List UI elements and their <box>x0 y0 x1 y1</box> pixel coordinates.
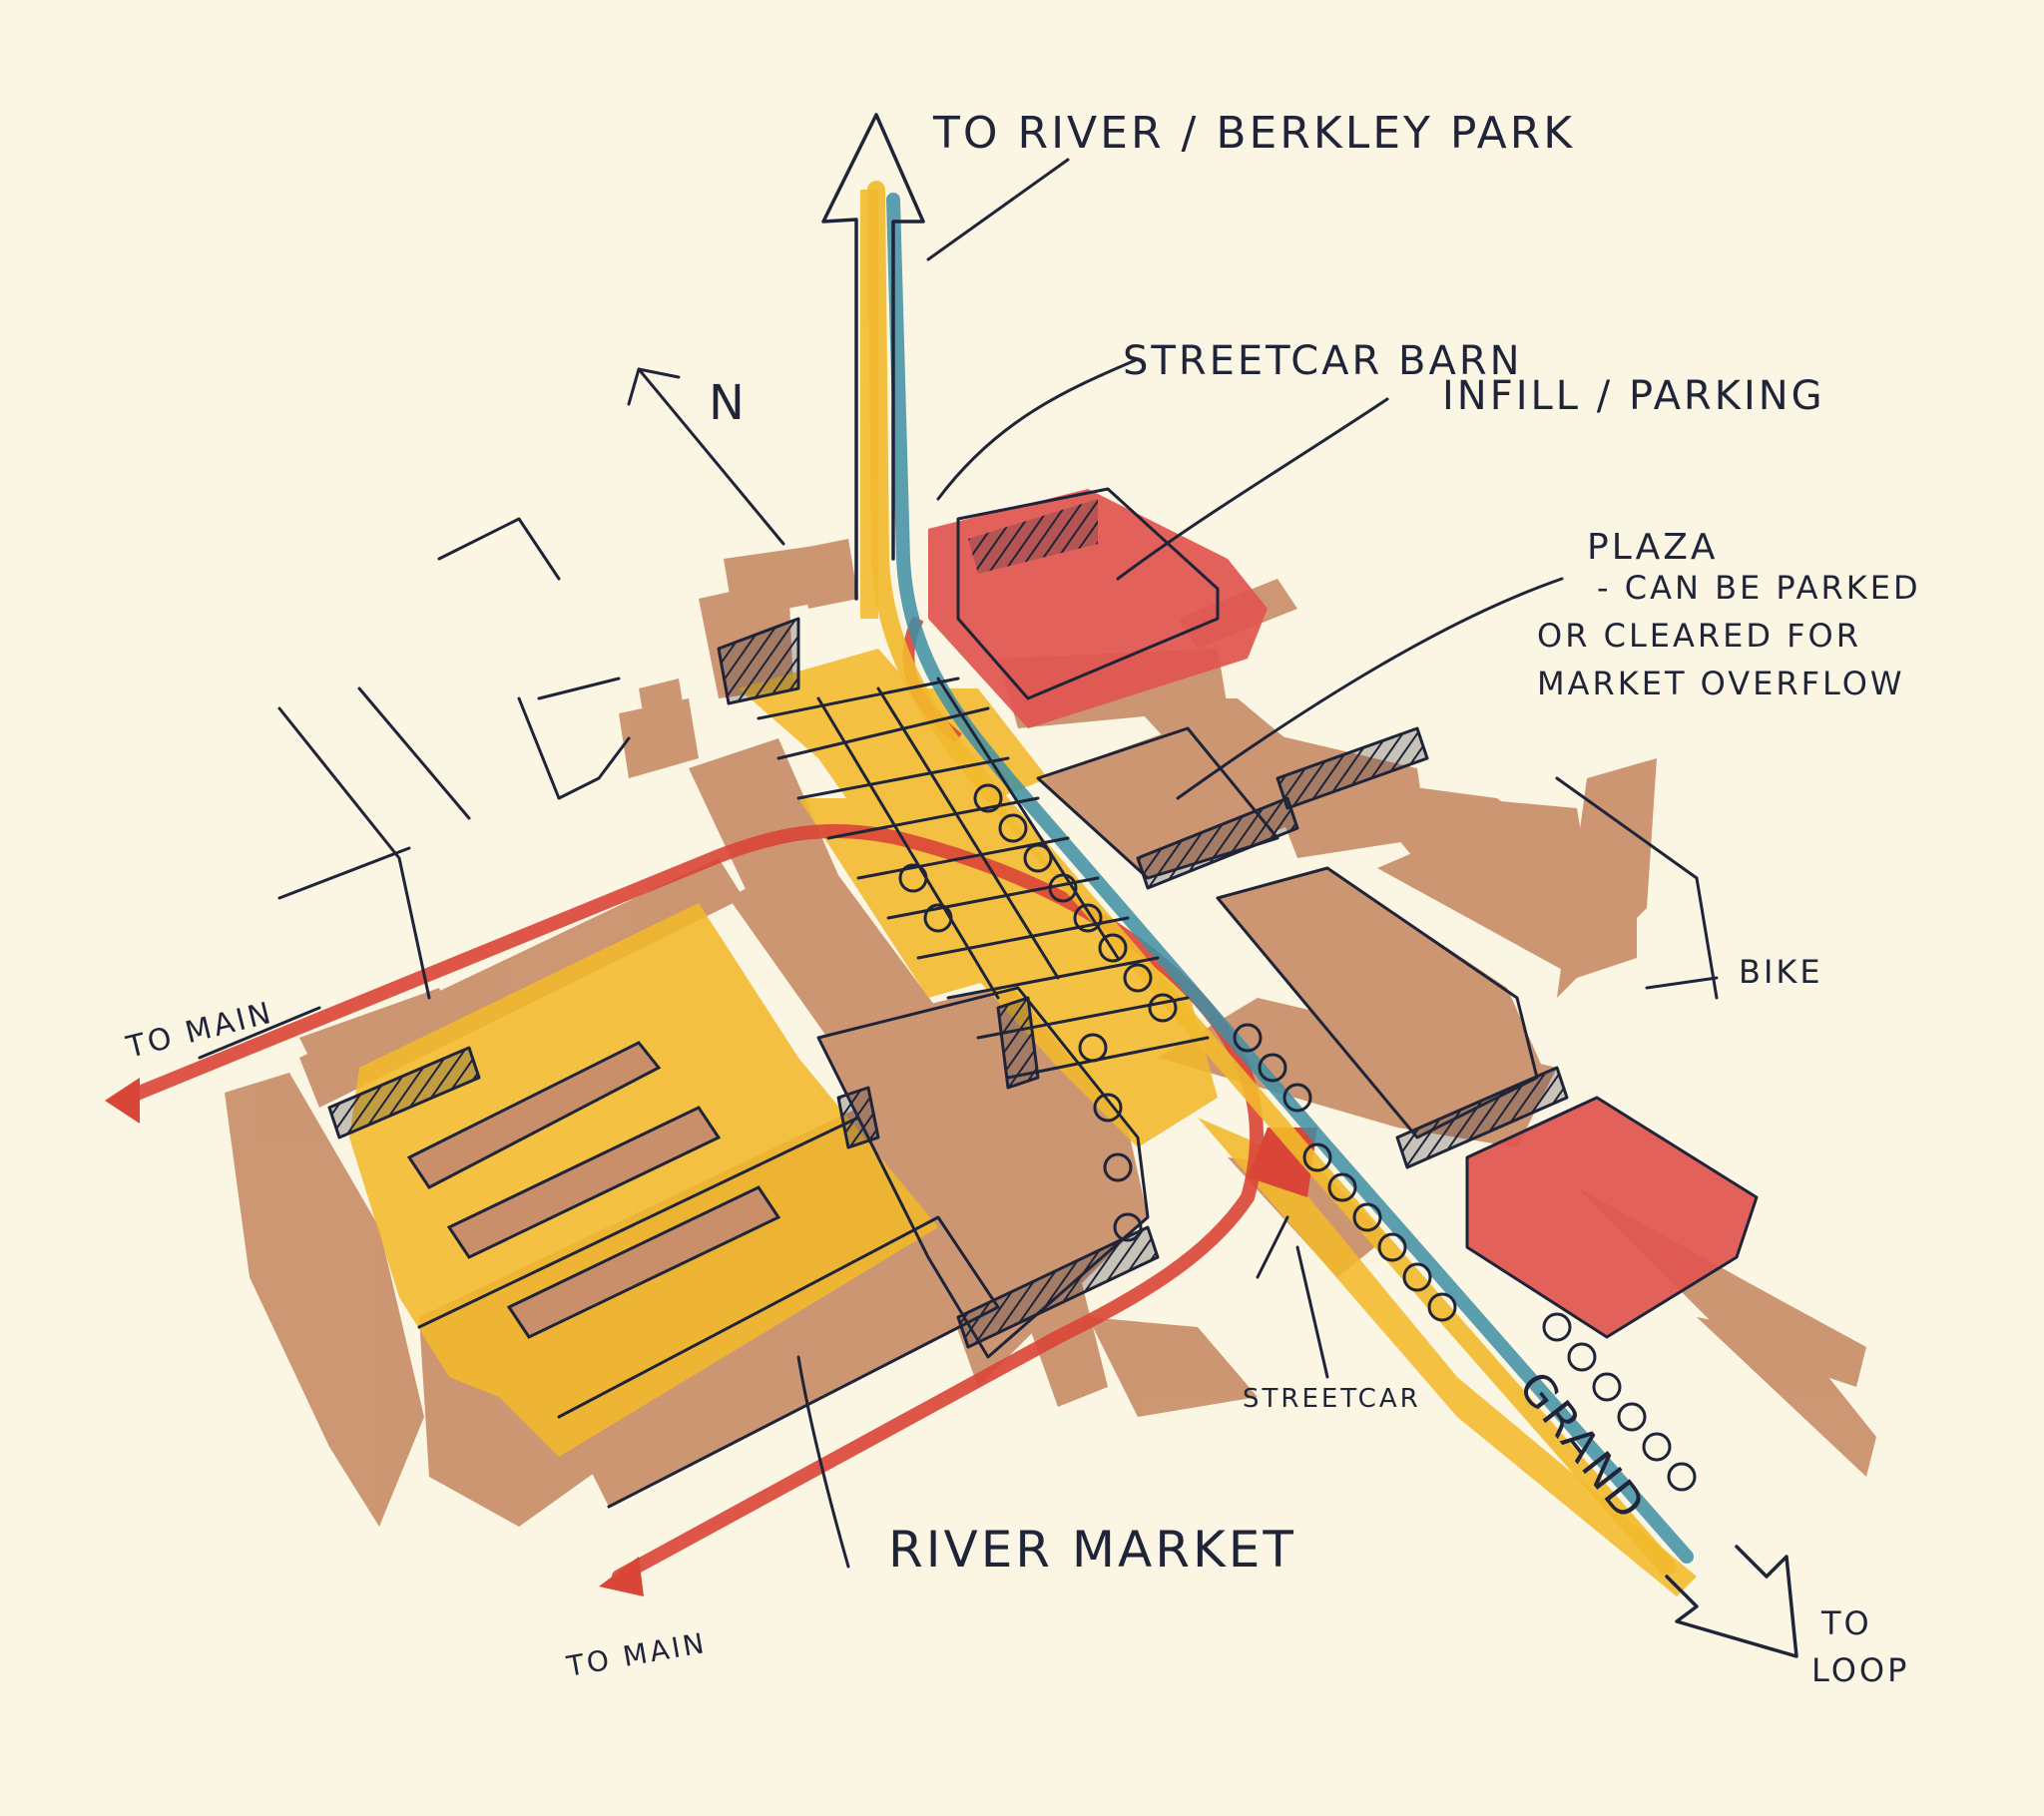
tree <box>1402 1262 1432 1292</box>
shadow-hatch <box>996 996 1040 1090</box>
tree <box>1542 1312 1572 1342</box>
street-trees <box>898 783 1697 1492</box>
river-market-leader <box>796 1355 850 1569</box>
streetcar-leader <box>1256 1215 1329 1379</box>
shadow-hatch <box>956 1225 1160 1349</box>
central-block-outlines <box>816 986 1150 1359</box>
north-corner-block <box>639 679 689 748</box>
central-wedge-block <box>828 988 1018 1098</box>
tree <box>1103 1152 1133 1182</box>
market-plaza-area <box>349 190 1697 1596</box>
shadow-hatch <box>1136 796 1299 890</box>
market-shed-1 <box>406 1041 662 1189</box>
to-main-south-arrow <box>599 1557 644 1596</box>
shadow-hatch <box>327 1046 481 1139</box>
tree <box>1123 963 1153 993</box>
plaza-leader <box>1176 577 1564 800</box>
bike-label: BIKE <box>1739 953 1823 991</box>
streetcar-barn-building <box>928 487 1268 728</box>
ink-linework <box>198 158 1719 1569</box>
tree <box>1258 1053 1287 1083</box>
tree <box>1567 1342 1597 1372</box>
streetcar-barn-hatch <box>968 499 1098 574</box>
to-loop-arrow <box>1665 1545 1798 1658</box>
to-loop-label-2: LOOP <box>1811 1651 1909 1689</box>
east-outlines <box>1036 726 1719 1139</box>
nw-block-outlines <box>198 517 631 1060</box>
to-river-arrow <box>821 113 925 601</box>
streetcar-barn-label: STREETCAR BARN <box>1123 338 1523 384</box>
infill-leader <box>1116 397 1389 581</box>
shadow-hatch <box>1395 1066 1569 1169</box>
river-market-plaza <box>349 903 938 1457</box>
plaza-west-strip <box>798 798 998 998</box>
tree <box>1302 1142 1332 1172</box>
infill-parking-outline <box>1465 1096 1759 1339</box>
tree <box>1377 1232 1407 1262</box>
plaza-note-line-3: MARKET OVERFLOW <box>1537 665 1905 702</box>
plaza-label: PLAZA <box>1587 527 1719 568</box>
tree <box>1427 1292 1457 1322</box>
tree <box>1093 1093 1123 1123</box>
tree <box>1282 1083 1312 1113</box>
east-bike-block <box>1377 808 1637 978</box>
grand-yellow-strip <box>1198 1118 1697 1596</box>
tree <box>1667 1462 1697 1492</box>
market-shed-3 <box>506 1185 781 1339</box>
to-river-leader <box>926 158 1070 261</box>
north-plaza <box>739 649 1218 1147</box>
tree <box>973 783 1003 813</box>
shadow-hatch <box>836 1086 880 1149</box>
north-arrow-icon <box>627 367 785 546</box>
tree <box>1327 1172 1357 1202</box>
shadow-hatch <box>717 617 800 705</box>
market-shed-2 <box>446 1106 722 1259</box>
streetcar-label: STREETCAR <box>1243 1384 1421 1414</box>
grand-south-block <box>1088 1317 1258 1417</box>
tree <box>1073 903 1103 933</box>
tree <box>1642 1432 1672 1462</box>
south-block <box>559 1207 998 1507</box>
south-outlines <box>417 1116 1000 1509</box>
bike-leader <box>1645 976 1719 990</box>
west-mid-block <box>299 988 459 1078</box>
north-label: N <box>709 375 748 431</box>
shadow-hatch <box>1276 726 1429 810</box>
tree <box>1592 1372 1622 1402</box>
plaza-note-line-2: OR CLEARED FOR <box>1537 617 1861 655</box>
west-edge-block <box>225 1073 424 1527</box>
tree <box>1617 1402 1647 1432</box>
tree <box>1098 933 1128 963</box>
streetcar-barn-outline <box>956 487 1220 700</box>
grand-yellow-line <box>867 181 1676 1576</box>
streetcar-blue-line <box>886 193 1694 1564</box>
routes <box>105 113 1798 1658</box>
infill-parking-roof <box>1467 1098 1757 1337</box>
infill-parking-building <box>1465 1096 1759 1339</box>
infill-parking-label: INFILL / PARKING <box>1442 373 1825 419</box>
north-tip-block <box>798 539 858 609</box>
to-loop-label-1: TO <box>1820 1604 1872 1642</box>
tree <box>998 813 1028 843</box>
market-sheds <box>406 1041 781 1339</box>
river-market-label: RIVER MARKET <box>888 1521 1296 1579</box>
to-main-west-arrow <box>105 1078 140 1124</box>
plaza-grid <box>757 677 1210 1080</box>
tree <box>1352 1202 1382 1232</box>
streetcar-barn-leader <box>936 357 1140 501</box>
plaza-note-line-1: - CAN BE PARKED <box>1597 569 1921 607</box>
to-river-label: TO RIVER / BERKLEY PARK <box>932 108 1575 159</box>
tree <box>1148 993 1178 1023</box>
tree <box>1233 1023 1263 1053</box>
far-south-east-block <box>1697 1317 1876 1477</box>
